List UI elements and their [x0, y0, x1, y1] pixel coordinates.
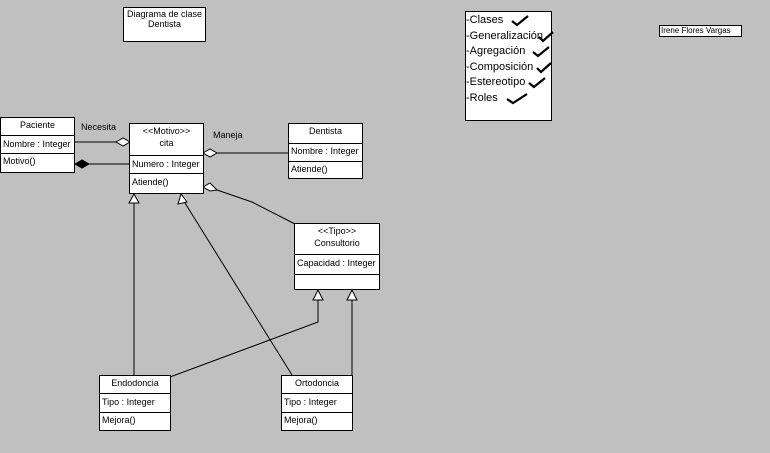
class-paciente-attribute: Nombre : Integer [1, 135, 74, 153]
class-ortodoncia-name: Ortodoncia [294, 378, 340, 388]
checklist-label-agregacion: -Agregación [466, 45, 526, 57]
role-label-necesita: Necesita [81, 122, 117, 132]
class-consultorio-attribute: Capacidad : Integer [295, 254, 379, 274]
class-paciente[interactable]: Paciente Nombre : Integer Motivo() [0, 117, 75, 173]
checklist-item-agregacion: -Agregación [466, 44, 551, 60]
aggregation-diamond-cita-3 [201, 182, 219, 192]
class-endodoncia-attribute: Tipo : Integer [100, 393, 170, 412]
composition-diamond-paciente [73, 159, 91, 169]
check-icon [536, 61, 552, 74]
class-ortodoncia-attribute: Tipo : Integer [282, 393, 352, 412]
checklist-item-estereotipo: -Estereotipo [466, 75, 551, 91]
checklist-label-estereotipo: -Estereotipo [466, 76, 526, 88]
checklist-note: -Clases -Generalización -Agregación -Com… [465, 11, 554, 121]
checklist-item-generalizacion: -Generalización [466, 29, 554, 45]
check-icon [528, 77, 546, 89]
generalization-arrow-cita-2 [177, 192, 188, 205]
class-cita-name: cita [159, 138, 174, 148]
generalization-arrow-consultorio-1 [312, 288, 324, 301]
class-dentista[interactable]: Dentista Nombre : Integer Atiende() [288, 123, 363, 179]
checklist-label-composicion: -Composición [466, 60, 534, 73]
generalization-arrow-cita-1 [128, 192, 140, 204]
class-consultorio-operation [295, 274, 379, 289]
diagram-title-line1: Diagrama de clase [126, 9, 203, 19]
class-consultorio-header: <<Tipo>> Consultorio [295, 224, 379, 254]
checklist-item-clases: -Clases [466, 13, 551, 29]
aggregation-diamond-cita [114, 137, 132, 147]
diagram-title-note: Diagrama de clase Dentista [123, 7, 206, 42]
class-dentista-operation: Atiende() [289, 161, 362, 178]
checklist-item-roles: -Roles [466, 91, 551, 107]
role-label-maneja: Maneja [213, 130, 243, 140]
checklist-label-clases: -Clases [466, 14, 504, 26]
generalization-line-endodoncia-consultorio [169, 300, 319, 378]
checklist-label-generalizacion: -Generalización [466, 29, 544, 42]
class-dentista-attribute: Nombre : Integer [289, 143, 362, 161]
checklist-item-composicion: -Composición [466, 60, 552, 76]
class-cita-header: <<Motivo>> cita [130, 124, 203, 155]
diagram-title-line2: Dentista [147, 19, 182, 29]
class-consultorio-name: Consultorio [314, 238, 360, 248]
class-cita[interactable]: <<Motivo>> cita Numero : Integer Atiende… [129, 123, 204, 194]
class-cita-stereotype: <<Motivo>> [142, 126, 191, 136]
checklist-label-roles: -Roles [466, 91, 498, 104]
class-cita-operation: Atiende() [130, 173, 203, 193]
generalization-arrow-consultorio-2 [346, 288, 358, 301]
class-dentista-name: Dentista [308, 126, 343, 136]
class-consultorio-stereotype: <<Tipo>> [317, 226, 357, 236]
class-paciente-name: Paciente [19, 120, 56, 130]
class-paciente-operation: Motivo() [1, 153, 74, 172]
class-endodoncia-operation: Mejora() [100, 412, 170, 430]
class-ortodoncia-operation: Mejora() [282, 412, 352, 430]
class-cita-attribute: Numero : Integer [130, 155, 203, 173]
check-icon [538, 30, 554, 43]
check-icon [506, 92, 528, 104]
class-ortodoncia[interactable]: Ortodoncia Tipo : Integer Mejora() [281, 375, 353, 431]
generalization-line-ortodoncia-cita [184, 202, 293, 376]
author-note: Irene Flores Vargas [659, 25, 742, 37]
check-icon [532, 46, 550, 58]
aggregation-line-consultorio-cita [216, 189, 296, 225]
class-consultorio[interactable]: <<Tipo>> Consultorio Capacidad : Integer [294, 223, 380, 290]
aggregation-diamond-cita-2 [201, 148, 219, 158]
class-endodoncia[interactable]: Endodoncia Tipo : Integer Mejora() [99, 375, 171, 431]
check-icon [511, 15, 529, 27]
class-endodoncia-name: Endodoncia [111, 378, 159, 388]
